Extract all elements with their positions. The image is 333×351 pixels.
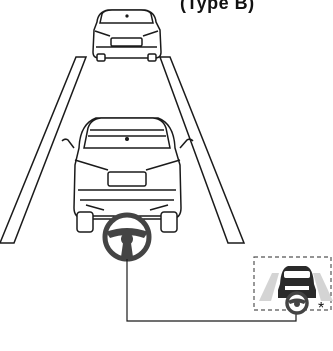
lead-vehicle bbox=[93, 10, 161, 61]
indicator-left-lane bbox=[259, 273, 279, 301]
left-lane-line bbox=[0, 57, 86, 243]
footnote-marker: * bbox=[318, 300, 324, 318]
indicator-steering-wheel-icon bbox=[287, 293, 307, 313]
steering-wheel-icon bbox=[105, 215, 149, 259]
header-text: (Type B) bbox=[180, 0, 255, 14]
